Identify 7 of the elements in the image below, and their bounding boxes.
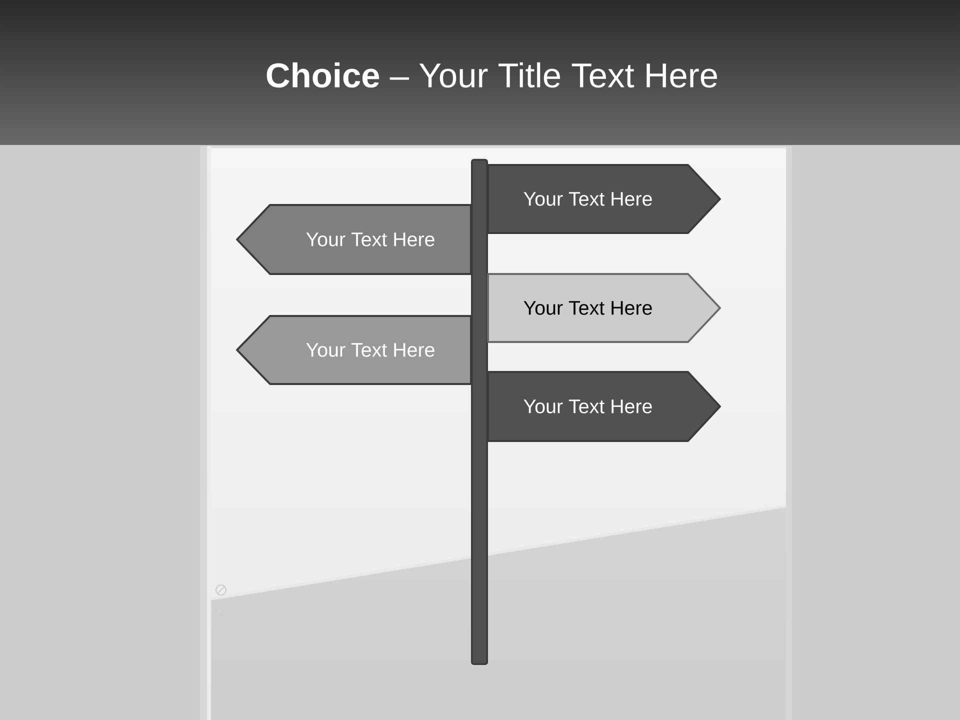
direction-sign: Your Text Here <box>487 273 721 343</box>
direction-sign: Your Text Here <box>236 204 472 275</box>
direction-sign: Your Text Here <box>487 371 721 442</box>
direction-sign: Your Text Here <box>487 164 721 234</box>
title: Choice – Your Title Text Here <box>266 62 717 88</box>
signpost-pole <box>471 158 488 666</box>
direction-sign: Your Text Here <box>236 315 472 385</box>
